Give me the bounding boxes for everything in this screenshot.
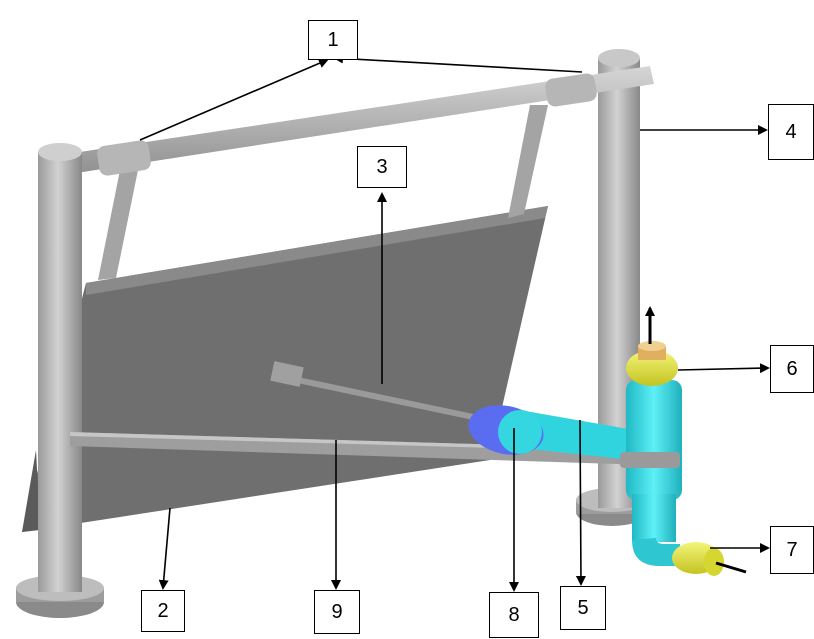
- leader-1b: [333, 53, 583, 73]
- connecting-rod: [285, 375, 481, 421]
- cylinder-elbow: [632, 538, 680, 566]
- label-2: 2: [141, 590, 185, 632]
- right-bushing: [545, 73, 597, 107]
- top-bar: [40, 66, 654, 178]
- leader-6: [677, 363, 770, 374]
- right-hanger-arm: [508, 105, 548, 218]
- left-bushing: [97, 140, 151, 176]
- vertical-cylinder: [626, 380, 682, 500]
- cylinder-body: [508, 408, 634, 460]
- left-hanger-arm: [98, 170, 138, 280]
- label-6: 6: [770, 345, 814, 393]
- leader-2: [158, 507, 171, 590]
- label-3: 3: [357, 146, 407, 188]
- lower-arm: [70, 432, 676, 466]
- rod-clevis: [270, 361, 304, 387]
- leader-1a: [139, 58, 329, 141]
- left-post: [38, 152, 82, 592]
- label-4: 4: [768, 104, 814, 160]
- clamp-bracket: [620, 452, 680, 468]
- label-5: 5: [560, 586, 606, 630]
- label-7: 7: [770, 526, 814, 574]
- lower-flow-line: [715, 561, 747, 574]
- label-9: 9: [314, 590, 360, 634]
- leader-5: [575, 419, 586, 586]
- label-8: 8: [489, 592, 539, 638]
- label-1: 1: [308, 20, 358, 60]
